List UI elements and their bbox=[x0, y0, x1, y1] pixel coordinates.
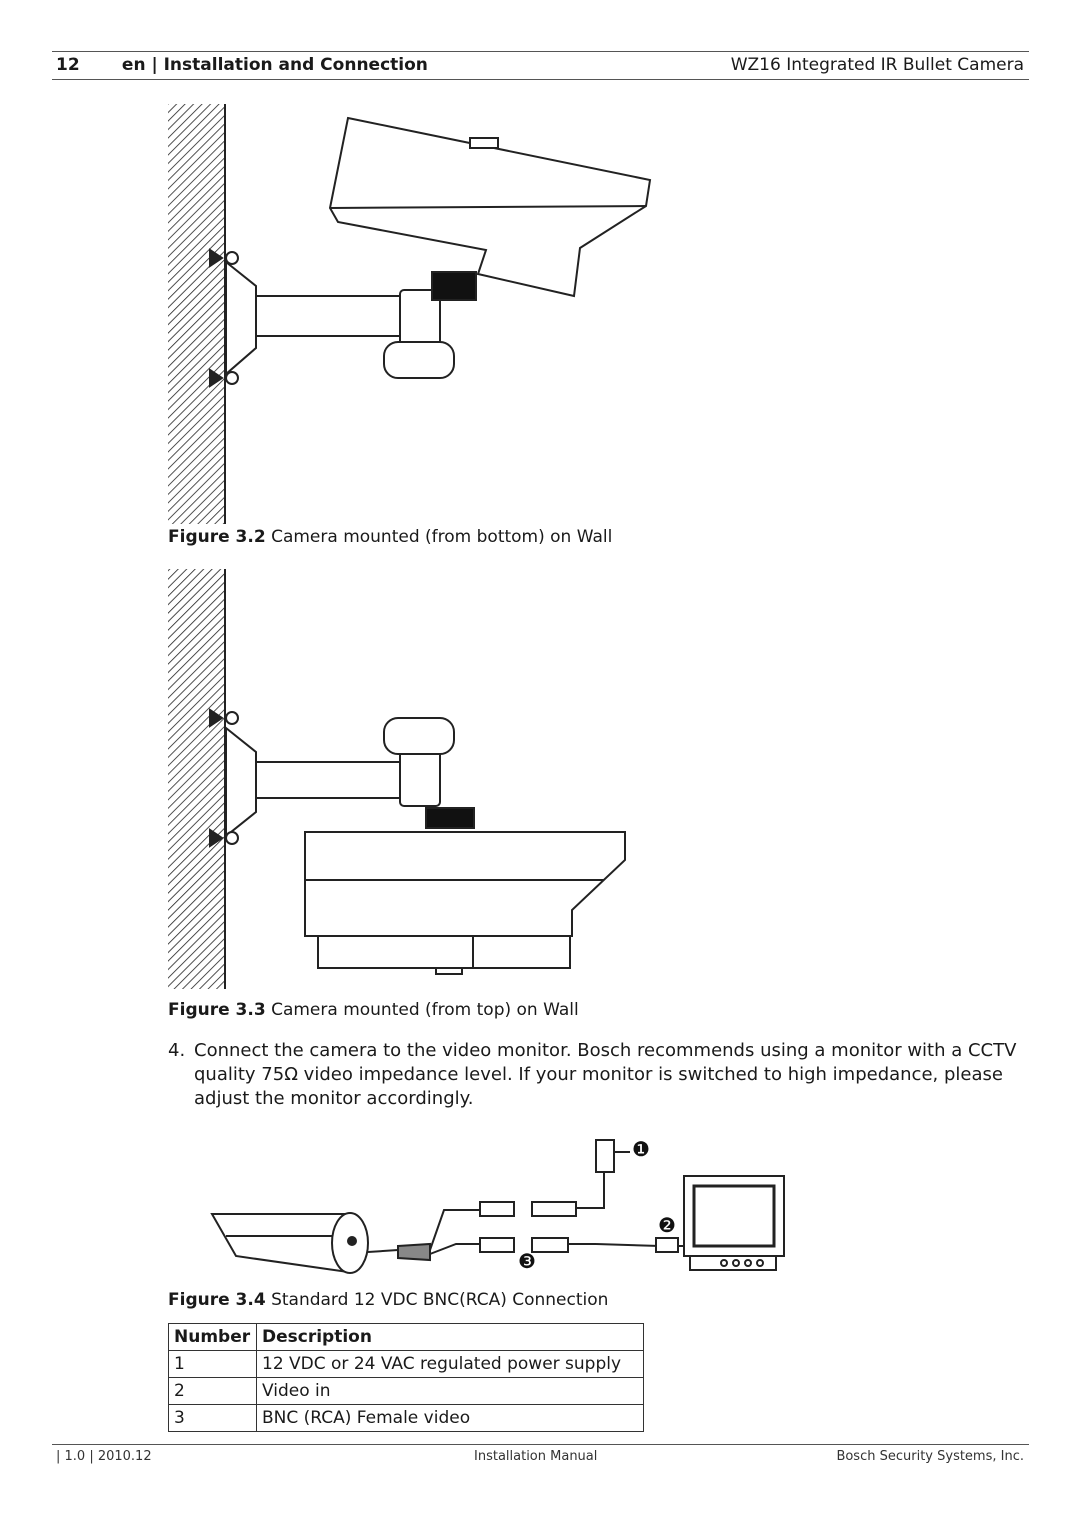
column-header-number: Number bbox=[168, 1323, 257, 1351]
wall-hatch-bottom bbox=[168, 569, 226, 989]
callout-description-table: Number Description 1 12 VDC or 24 VAC re… bbox=[168, 1323, 644, 1432]
page-number: 12 bbox=[56, 55, 80, 75]
table-cell-number: 1 bbox=[168, 1350, 257, 1378]
figure-3-2-caption: Figure 3.2 Camera mounted (from bottom) … bbox=[168, 527, 612, 547]
cable-harness bbox=[367, 1139, 690, 1262]
table-cell-number: 2 bbox=[168, 1377, 257, 1405]
figure-label: Figure 3.4 bbox=[168, 1290, 266, 1310]
table-cell-description: BNC (RCA) Female video bbox=[256, 1404, 644, 1432]
callout-3: ❸ bbox=[518, 1249, 536, 1273]
table-row: 2 Video in bbox=[168, 1377, 644, 1405]
header-top-rule bbox=[52, 51, 1029, 52]
camera-body-bottom bbox=[304, 831, 626, 975]
figure-label: Figure 3.2 bbox=[168, 527, 266, 547]
footer-company: Bosch Security Systems, Inc. bbox=[836, 1449, 1024, 1464]
bullet-camera-icon bbox=[210, 1212, 369, 1274]
wall-bracket-bottom bbox=[209, 708, 475, 848]
column-header-description: Description bbox=[256, 1323, 644, 1351]
table-cell-description: 12 VDC or 24 VAC regulated power supply bbox=[256, 1350, 644, 1378]
step-text: Connect the camera to the video monitor.… bbox=[194, 1040, 1017, 1109]
wall-bracket-top bbox=[209, 248, 477, 388]
table-cell-description: Video in bbox=[256, 1377, 644, 1405]
step-number: 4. bbox=[168, 1040, 186, 1061]
header-left: 12 en | Installation and Connection bbox=[56, 55, 428, 75]
footer-rule bbox=[52, 1444, 1029, 1445]
section-title: en | Installation and Connection bbox=[121, 55, 428, 75]
wall-hatch-top bbox=[168, 104, 226, 524]
header-bottom-rule bbox=[52, 79, 1029, 80]
callout-1: ❶ bbox=[632, 1137, 650, 1161]
footer-version: | 1.0 | 2010.12 bbox=[56, 1449, 152, 1464]
figure-3-3-caption: Figure 3.3 Camera mounted (from top) on … bbox=[168, 1000, 579, 1020]
figure-caption-text: Camera mounted (from top) on Wall bbox=[271, 1000, 579, 1020]
figure-caption-text: Camera mounted (from bottom) on Wall bbox=[271, 527, 613, 547]
figure-3-4-caption: Figure 3.4 Standard 12 VDC BNC(RCA) Conn… bbox=[168, 1290, 608, 1310]
footer-doc-type: Installation Manual bbox=[474, 1449, 598, 1464]
product-name: WZ16 Integrated IR Bullet Camera bbox=[730, 55, 1024, 75]
camera-body-top bbox=[328, 116, 652, 298]
figure-label: Figure 3.3 bbox=[168, 1000, 266, 1020]
step-4: 4. Connect the camera to the video monit… bbox=[168, 1039, 1028, 1111]
callout-2: ❷ bbox=[658, 1213, 676, 1237]
monitor-icon bbox=[683, 1175, 785, 1271]
figure-caption-text: Standard 12 VDC BNC(RCA) Connection bbox=[271, 1290, 609, 1310]
table-header-row: Number Description bbox=[168, 1323, 644, 1351]
table-row: 3 BNC (RCA) Female video bbox=[168, 1404, 644, 1432]
table-cell-number: 3 bbox=[168, 1404, 257, 1432]
table-row: 1 12 VDC or 24 VAC regulated power suppl… bbox=[168, 1350, 644, 1378]
